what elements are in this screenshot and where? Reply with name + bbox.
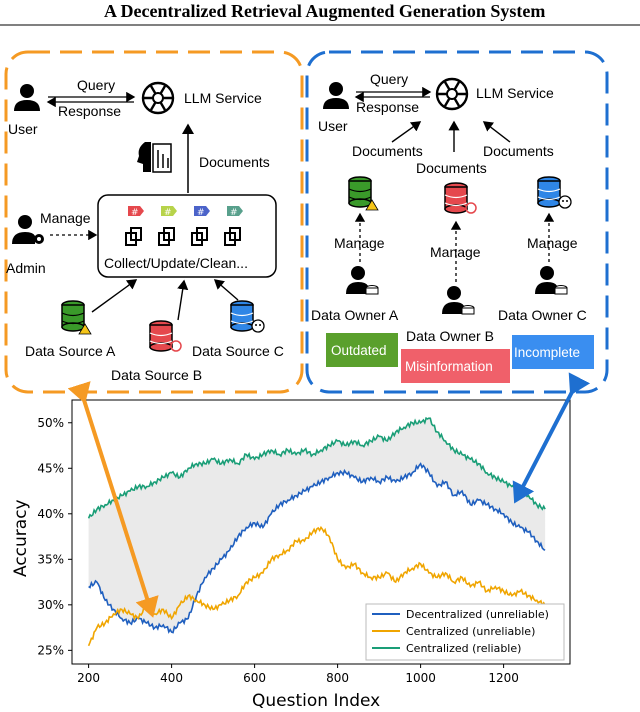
documents-label-left: Documents [352, 143, 423, 159]
documents-label-right: Documents [483, 143, 554, 159]
data-owner-b-label: Data Owner B [406, 328, 494, 344]
llm-openai-icon [141, 81, 175, 115]
chart-legend: Decentralized (unreliable) Centralized (… [365, 603, 565, 661]
x-tick-label: 1000 [405, 671, 436, 685]
legend-label-centralized-reliable: Centralized (reliable) [406, 642, 521, 655]
manage-label-mid: Manage [430, 244, 481, 260]
x-axis-label: Question Index [252, 691, 380, 711]
database-blue-icon [230, 300, 265, 333]
copy-doc-icons [125, 227, 241, 246]
database-blue-icon-right [537, 176, 572, 209]
y-axis-label: Accuracy [11, 499, 31, 577]
document-search-icon [137, 142, 172, 173]
manage-label: Manage [40, 210, 91, 226]
x-tick-label: 1200 [488, 671, 519, 685]
data-source-a-label: Data Source A [25, 343, 116, 359]
data-owner-c-icon [535, 266, 568, 295]
response-label-right: Response [356, 99, 419, 115]
process-box-label: Collect/Update/Clean... [104, 255, 248, 271]
decentralized-link-arrow [512, 372, 591, 504]
admin-label: Admin [6, 260, 46, 276]
user-icon [14, 84, 40, 111]
badge-outdated [326, 333, 398, 367]
y-tick-label: 50% [37, 416, 64, 430]
response-label: Response [58, 103, 121, 119]
database-green-icon [61, 300, 92, 335]
source-c-arrow [213, 279, 239, 301]
legend-label-decentralized: Decentralized (unreliable) [406, 608, 549, 621]
series-centralized-reliable [87, 416, 546, 519]
user-label: User [8, 121, 38, 137]
documents-label: Documents [199, 154, 270, 170]
data-owner-c-label: Data Owner C [498, 307, 587, 323]
series-decentralized-unreliable [88, 462, 546, 634]
documents-arrow-right [482, 121, 511, 143]
x-tick-label: 400 [160, 671, 183, 685]
query-label-right: Query [370, 71, 408, 87]
centralized-link-arrow [67, 381, 159, 618]
source-b-arrow [177, 279, 189, 321]
source-a-arrow [91, 279, 138, 313]
badge-misinformation [401, 349, 510, 383]
svg-text:#: # [197, 208, 205, 218]
user-icon-right [323, 82, 349, 109]
database-red-icon [149, 320, 182, 352]
y-tick-label: 35% [37, 552, 64, 566]
data-source-c-label: Data Source C [192, 343, 284, 359]
svg-text:#: # [164, 208, 172, 218]
query-label: Query [77, 77, 115, 93]
y-tick-label: 40% [37, 507, 64, 521]
series-centralized-unreliable [87, 525, 546, 647]
manage-label-left: Manage [334, 235, 385, 251]
x-tick-label: 800 [326, 671, 349, 685]
user-label-right: User [318, 118, 348, 134]
llm-service-label: LLM Service [184, 90, 262, 106]
figure-title: A Decentralized Retrieval Augmented Gene… [104, 1, 545, 21]
data-owner-b-icon [442, 286, 475, 315]
x-tick-label: 200 [77, 671, 100, 685]
data-source-b-label: Data Source B [111, 367, 202, 383]
tag-icons: # # # # [128, 206, 243, 218]
llm-service-label-right: LLM Service [476, 85, 554, 101]
data-owner-a-label: Data Owner A [311, 307, 399, 323]
admin-icon [12, 215, 44, 244]
svg-text:#: # [131, 208, 139, 218]
badge-outdated-label: Outdated [331, 343, 387, 358]
database-green-icon-right [348, 176, 379, 211]
documents-label-mid: Documents [416, 160, 487, 176]
badge-incomplete [512, 335, 594, 369]
badge-incomplete-label: Incomplete [514, 345, 580, 360]
legend-label-centralized-unreliable: Centralized (unreliable) [406, 625, 535, 638]
documents-arrow-left [391, 121, 422, 143]
y-tick-label: 30% [37, 598, 64, 612]
llm-openai-icon-right [435, 77, 469, 111]
y-tick-label: 45% [37, 461, 64, 475]
database-red-icon-right [444, 182, 477, 214]
data-owner-a-icon [346, 266, 379, 295]
badge-misinformation-label: Misinformation [405, 359, 493, 374]
svg-text:#: # [230, 208, 238, 218]
reliability-gap-area [88, 418, 546, 633]
x-tick-label: 600 [243, 671, 266, 685]
manage-label-right: Manage [527, 235, 578, 251]
decentralized-panel-border [305, 50, 609, 394]
y-tick-label: 25% [37, 643, 64, 657]
